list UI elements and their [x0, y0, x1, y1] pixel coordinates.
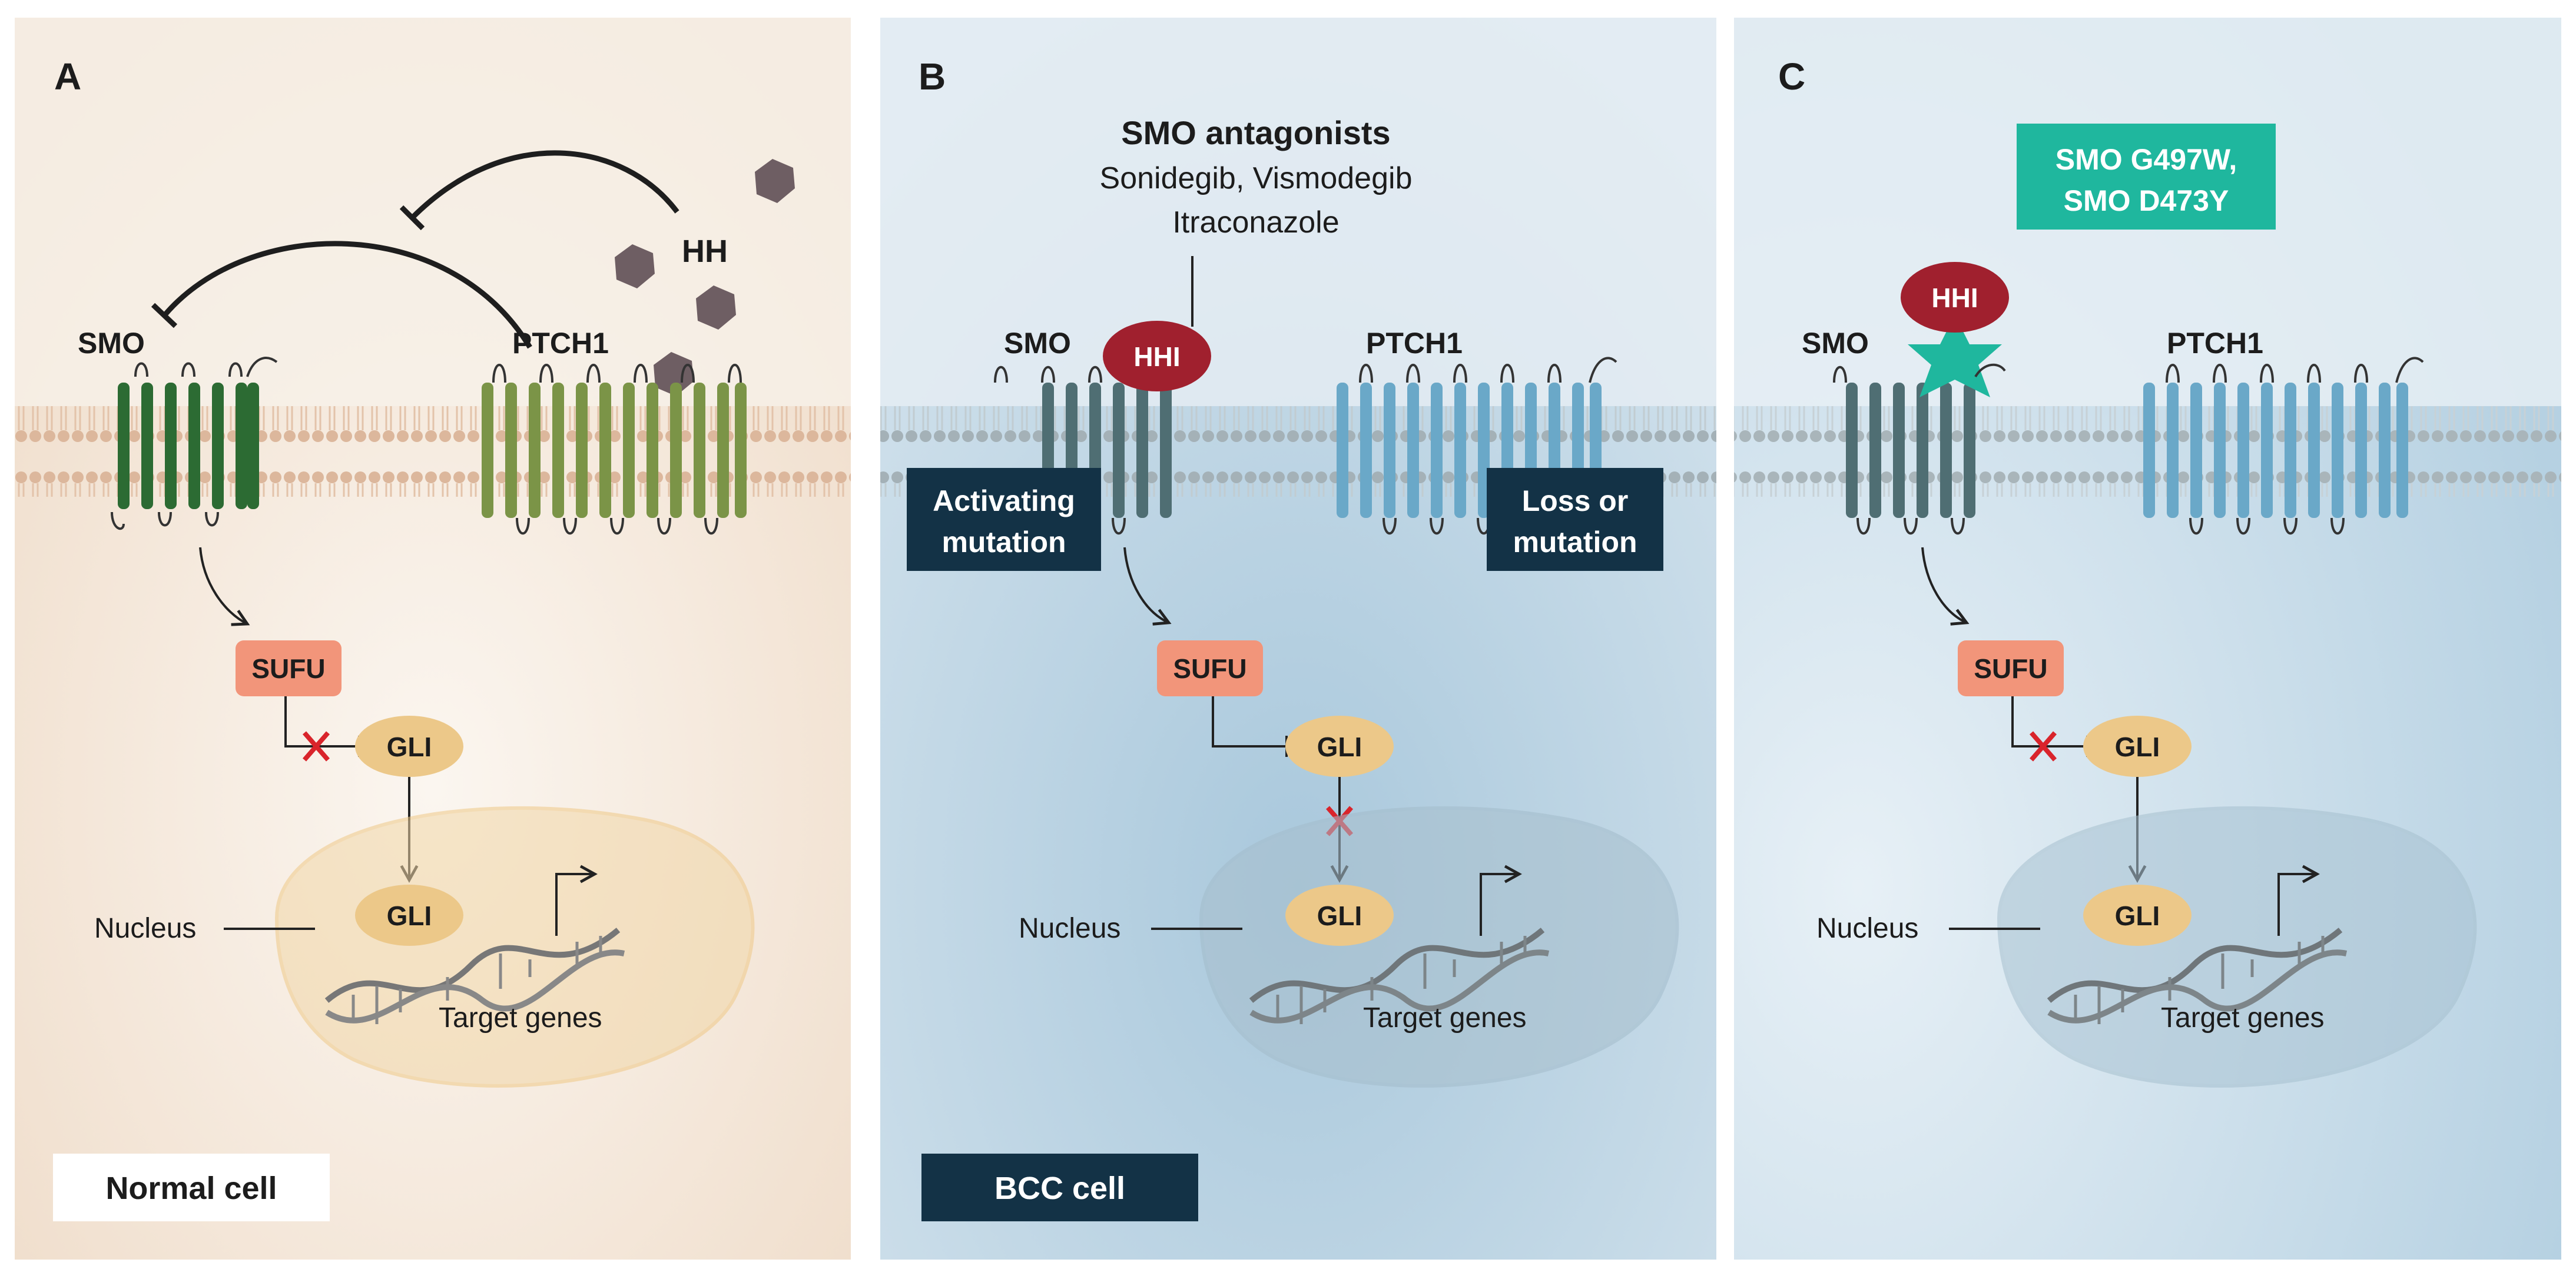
- transcription-arrow-icon: [555, 865, 598, 936]
- ptch1-inhibits-smo-arc: [163, 241, 532, 349]
- activating-mutation-label-2: mutation: [941, 526, 1066, 559]
- transcription-arrow-icon: [2277, 865, 2320, 936]
- cell-membrane: [15, 406, 851, 497]
- cell-label: Normal cell: [105, 1171, 277, 1206]
- mutation-star-icon: [1908, 315, 2002, 397]
- gli-label: GLI: [2115, 732, 2160, 762]
- hhi-inhibitor: [1103, 321, 1211, 391]
- hh-ligand-icon: [654, 352, 694, 396]
- hh-inhibits-ptch1-arc: [410, 150, 679, 220]
- smo-label: SMO: [1004, 327, 1071, 360]
- gli-nucleus-label: GLI: [1317, 901, 1362, 931]
- ptch1-receptor: [2143, 357, 2424, 535]
- ptch1-receptor: [482, 364, 747, 535]
- nucleus-label: Nucleus: [1019, 913, 1120, 944]
- gli-label: GLI: [387, 732, 432, 762]
- sufu-box: [1958, 640, 2064, 696]
- blocked-inhibition-x-icon: [2029, 731, 2057, 762]
- hhi-inhibitor: [1901, 262, 2009, 333]
- smo-receptor: [111, 357, 278, 530]
- target-genes-label: Target genes: [439, 1002, 602, 1034]
- panel-a-normal-cell: A HH SMO: [15, 18, 851, 1260]
- gli-nucleus: [1285, 885, 1394, 946]
- hhi-label: HHI: [1133, 341, 1180, 372]
- antagonists-drugs: Sonidegib, Vismodegib: [1100, 161, 1413, 195]
- gli-cytoplasm: [355, 716, 463, 777]
- gli-label: GLI: [1317, 732, 1362, 762]
- sufu-box: [1157, 640, 1263, 696]
- ptch1-label: PTCH1: [2167, 327, 2263, 360]
- gli-cytoplasm: [1285, 716, 1394, 777]
- gli-nucleus-label: GLI: [387, 901, 432, 931]
- hh-label: HH: [682, 234, 728, 269]
- nucleus-label: Nucleus: [94, 913, 196, 944]
- hh-ligand-icon: [615, 244, 655, 288]
- target-genes-label: Target genes: [1363, 1002, 1527, 1034]
- target-genes-label: Target genes: [2161, 1002, 2325, 1034]
- panel-c-resistance: C SMO G497W, SMO D473Y SMO HHI: [1734, 18, 2561, 1260]
- panel-letter: A: [54, 55, 81, 98]
- cell-label-box: [53, 1154, 330, 1221]
- resistance-mutation-label-2: SMO D473Y: [2064, 184, 2229, 217]
- cell-label: BCC cell: [994, 1171, 1125, 1206]
- sufu-label: SUFU: [1974, 653, 2047, 684]
- gli-cytoplasm: [2083, 716, 2192, 777]
- loss-mutation-label: Loss or: [1522, 484, 1629, 517]
- hh-ligand-icon: [696, 285, 736, 330]
- ptch1-label: PTCH1: [1366, 327, 1463, 360]
- activating-mutation-label: Activating: [933, 484, 1075, 517]
- blocked-inhibition-x-icon: [302, 731, 330, 762]
- nucleus-label: Nucleus: [1816, 913, 1918, 944]
- gli-nucleus-label: GLI: [2115, 901, 2160, 931]
- hhi-label: HHI: [1931, 283, 1978, 313]
- loss-mutation-box: [1487, 468, 1663, 571]
- hh-ligand-icon: [755, 159, 795, 203]
- dna-icon: [1249, 928, 1550, 1024]
- ptch1-label: PTCH1: [512, 327, 609, 360]
- dna-icon: [324, 928, 625, 1024]
- panel-b-bcc-cell: B SMO antagonists Sonidegib, Vismodegib …: [880, 18, 1716, 1260]
- antagonists-drugs-2: Itraconazole: [1172, 205, 1339, 240]
- sufu-label: SUFU: [251, 653, 325, 684]
- sufu-label: SUFU: [1173, 653, 1246, 684]
- gli-nucleus: [2083, 885, 2192, 946]
- sufu-box: [236, 640, 342, 696]
- smo-label: SMO: [1802, 327, 1869, 360]
- resistance-mutation-box: [2017, 124, 2276, 230]
- panel-letter: C: [1778, 55, 1805, 98]
- cell-label-box: [921, 1154, 1198, 1221]
- panel-letter: B: [919, 55, 946, 98]
- gli-nucleus: [355, 885, 463, 946]
- activating-mutation-box: [907, 468, 1101, 571]
- transcription-arrow-icon: [1480, 865, 1522, 936]
- antagonists-title: SMO antagonists: [1121, 114, 1390, 151]
- resistance-mutation-label: SMO G497W,: [2056, 143, 2237, 176]
- dna-icon: [2047, 928, 2348, 1024]
- smo-receptor: [1833, 366, 1975, 535]
- smo-label: SMO: [78, 327, 145, 360]
- loss-mutation-label-2: mutation: [1513, 526, 1637, 559]
